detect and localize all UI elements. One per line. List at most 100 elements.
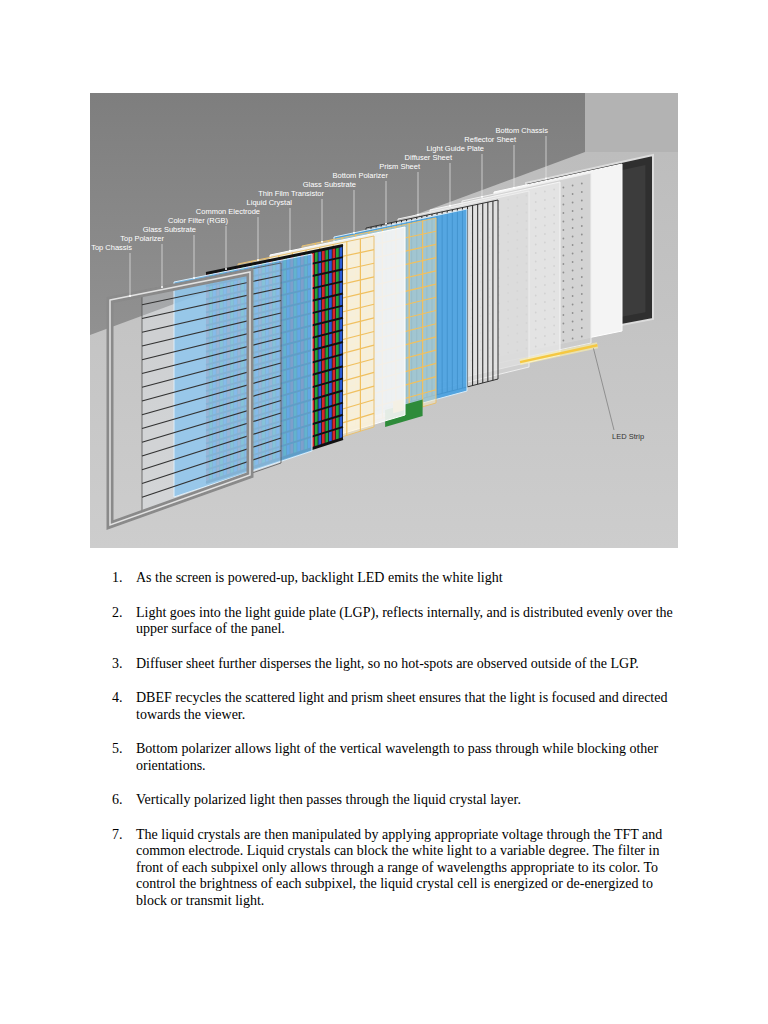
top-chassis-frame (110, 272, 250, 525)
list-text: As the screen is powered-up, backlight L… (136, 570, 678, 587)
polarizer-line (142, 438, 281, 484)
polarizer-line (477, 204, 478, 384)
part-label: Thin Film Transistor (258, 189, 324, 198)
leader-dot (449, 205, 451, 207)
light-guide-dot (563, 280, 565, 282)
list-item: 1.As the screen is powered-up, backlight… (0, 570, 768, 587)
leader-dot (289, 250, 291, 252)
leader-line (194, 235, 195, 277)
leader-line (418, 172, 419, 214)
part-label: LED Strip (612, 432, 644, 441)
polarizer-line (142, 326, 281, 360)
layer-panel (142, 263, 281, 511)
leader-line (130, 253, 131, 295)
light-guide-dot (572, 304, 574, 306)
polarizer-line (142, 401, 281, 443)
light-guide-dot (563, 272, 565, 274)
part-label: Color Filter (RGB) (168, 216, 228, 225)
polarizer-line (487, 202, 488, 381)
top-chassis-edge (110, 272, 250, 525)
light-guide-dot (581, 225, 583, 227)
light-guide-dot (581, 276, 583, 278)
polarizer-line (142, 413, 281, 456)
light-guide-dot (581, 302, 583, 304)
light-guide-dot (581, 268, 583, 270)
panel-group (110, 155, 653, 525)
light-guide-dot (572, 321, 574, 323)
light-guide-dot (563, 229, 565, 231)
list-number: 4. (112, 690, 123, 707)
leader-line (450, 163, 451, 205)
light-guide-dot (563, 263, 565, 265)
light-guide-dot (572, 236, 574, 238)
light-guide-dot (572, 312, 574, 314)
light-guide-dot (572, 185, 574, 187)
polarizer-line (142, 301, 281, 333)
part-label: Reflector Sheet (464, 135, 516, 144)
list-text: Vertically polarized light then passes t… (136, 792, 678, 809)
list-item: 5.Bottom polarizer allows light of the v… (0, 741, 768, 774)
light-guide-dot (581, 336, 583, 338)
light-guide-dot (563, 187, 565, 189)
light-guide-dot (563, 340, 565, 342)
light-guide-dot (581, 310, 583, 312)
leader-line (482, 154, 483, 196)
light-guide-dot (581, 293, 583, 295)
list-item: 2.Light goes into the light guide plate … (0, 605, 768, 638)
part-label: Common Electrode (196, 207, 260, 216)
led-strip (520, 345, 597, 362)
list-text: DBEF recycles the scattered light and pr… (136, 690, 678, 723)
part-label: Diffuser Sheet (405, 153, 452, 162)
polarizer-line (482, 203, 483, 383)
polarizer-line (492, 201, 493, 380)
list-number: 2. (112, 605, 123, 622)
light-guide-dot (572, 253, 574, 255)
light-guide-dot (563, 238, 565, 240)
polarizer-line (142, 426, 281, 470)
leader-line (258, 217, 259, 259)
step-list: 1.As the screen is powered-up, backlight… (0, 570, 768, 927)
light-guide-dot (572, 261, 574, 263)
part-label: Bottom Polarizer (333, 171, 388, 180)
list-item: 3.Diffuser sheet further disperses the l… (0, 656, 768, 673)
light-guide-dot (572, 278, 574, 280)
leader-dot (353, 232, 355, 234)
leader-line (290, 208, 291, 250)
part-label: Top Chassis (91, 243, 132, 252)
leader-line (593, 348, 614, 430)
leader-dot (417, 214, 419, 216)
list-item: 6.Vertically polarized light then passes… (0, 792, 768, 809)
light-guide-dot (563, 212, 565, 214)
leader-dot (321, 241, 323, 243)
light-guide-dot (563, 323, 565, 325)
light-guide-dot (572, 287, 574, 289)
light-guide-dot (572, 244, 574, 246)
part-label: Top Polarizer (120, 234, 164, 243)
list-item: 7.The liquid crystals are then manipulat… (0, 827, 768, 910)
light-guide-dot (563, 255, 565, 257)
top-polarizer-sheet (142, 263, 281, 511)
light-guide-dot (581, 234, 583, 236)
list-number: 3. (112, 656, 123, 673)
light-guide-dot (581, 208, 583, 210)
light-guide-dot (581, 319, 583, 321)
light-guide-dot (581, 251, 583, 253)
light-guide-dot (563, 331, 565, 333)
leader-line (546, 136, 547, 178)
led-glow (520, 345, 597, 362)
leader-line (226, 226, 227, 268)
leader-line (162, 244, 163, 286)
leader-dot (257, 259, 259, 261)
list-text: The liquid crystals are then manipulated… (136, 827, 678, 910)
list-number: 5. (112, 741, 123, 758)
light-guide-dot (563, 289, 565, 291)
light-guide-dot (563, 195, 565, 197)
backdrop-side-wall (585, 93, 678, 152)
light-guide-dot (581, 200, 583, 202)
light-guide-dot (572, 295, 574, 297)
light-guide-dot (563, 204, 565, 206)
light-guide-dot (572, 338, 574, 340)
leader-line (322, 199, 323, 241)
leader-dot (129, 295, 131, 297)
